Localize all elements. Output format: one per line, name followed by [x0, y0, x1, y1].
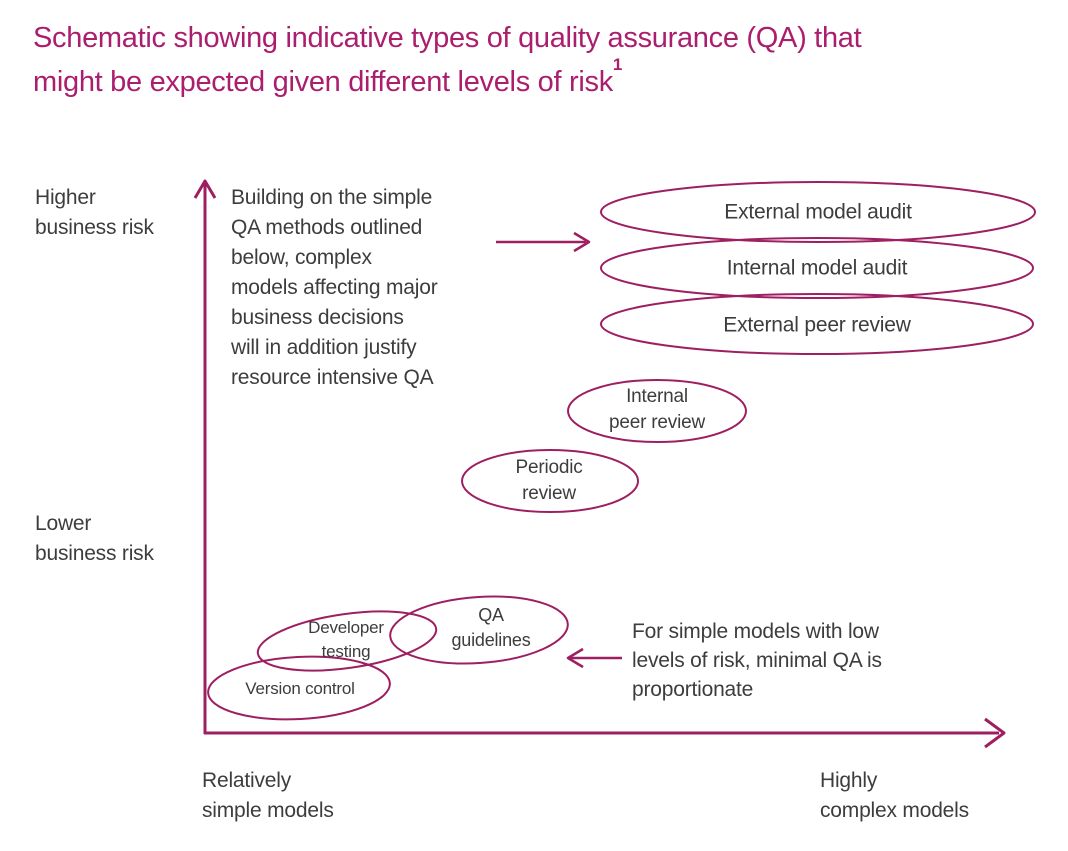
x-axis-left-label: Relatively simple models	[202, 769, 334, 822]
complex-models-note: Building on the simple QA methods outlin…	[231, 186, 438, 389]
internal-peer-review-label: Internal peer review	[608, 386, 706, 433]
figure-title-text: Schematic showing indicative types of qu…	[33, 22, 862, 98]
periodic-review-label: Periodic review	[515, 457, 583, 504]
footnote-superscript: 1	[612, 55, 623, 75]
y-axis-arrow-icon	[193, 179, 217, 734]
external-model-audit-label: External model audit	[724, 200, 912, 224]
simple-models-note: For simple models with low levels of ris…	[632, 620, 882, 701]
y-axis-bottom-label: Lower business risk	[35, 512, 154, 565]
x-axis-arrow-icon	[204, 717, 1006, 749]
ellipse-external-peer-review	[600, 293, 1034, 355]
internal-model-audit-label: Internal model audit	[726, 256, 908, 280]
external-peer-review-label: External peer review	[723, 313, 911, 337]
ellipse-version-control	[207, 655, 391, 721]
version-control-label: Version control	[245, 679, 355, 698]
arrow-right-icon	[496, 231, 591, 253]
ellipse-developer-testing	[256, 610, 438, 672]
y-axis-top-label: Higher business risk	[35, 186, 154, 239]
arrow-left-icon	[566, 647, 622, 669]
ellipse-periodic-review	[461, 449, 639, 513]
ellipse-qa-guidelines	[389, 595, 569, 665]
ellipse-external-model-audit	[600, 181, 1036, 243]
qa-guidelines-label: QA guidelines	[451, 605, 531, 650]
developer-testing-label: Developer testing	[308, 618, 384, 661]
x-axis-right-label: Highly complex models	[820, 769, 969, 822]
ellipse-internal-model-audit	[600, 237, 1034, 299]
ellipse-internal-peer-review	[567, 379, 747, 443]
figure-title: Schematic showing indicative types of qu…	[33, 16, 1048, 104]
